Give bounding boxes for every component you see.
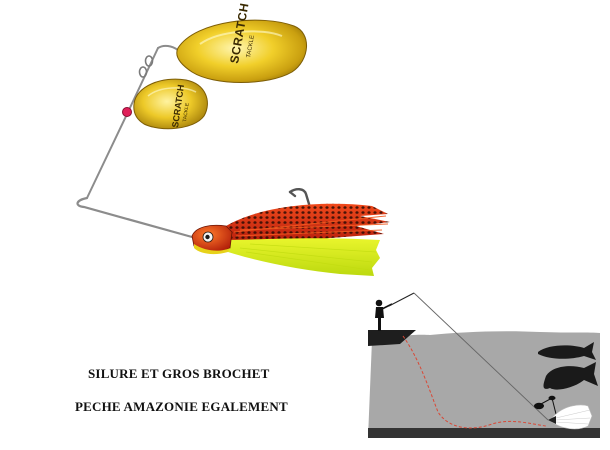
hook — [288, 188, 314, 216]
skirt — [226, 203, 390, 276]
pike-icon — [538, 342, 596, 360]
wire-arm — [76, 44, 194, 239]
caption-species: SILURE ET GROS BROCHET — [88, 366, 270, 381]
fishing-line — [413, 292, 549, 421]
red-bead — [122, 107, 132, 117]
swivel — [138, 55, 154, 78]
large-willow-blade: SCRATCH TACKLE — [176, 2, 307, 83]
river-bed — [368, 428, 600, 438]
river-bank — [368, 330, 416, 346]
blade-subbrand-label: TACKLE — [246, 35, 256, 59]
retrieve-path — [402, 335, 547, 429]
jig-head — [191, 224, 233, 255]
small-blade-subbrand-label: TACKLE — [182, 102, 191, 122]
fisherman-icon — [375, 299, 393, 331]
water-area — [368, 331, 600, 438]
caption-usage: PECHE AMAZONIE EGALEMENT — [75, 399, 288, 414]
catfish-icon — [543, 362, 598, 390]
small-colorado-blade: SCRATCH TACKLE — [133, 78, 208, 130]
lure-icon — [534, 395, 593, 430]
usage-diagram — [368, 292, 600, 438]
